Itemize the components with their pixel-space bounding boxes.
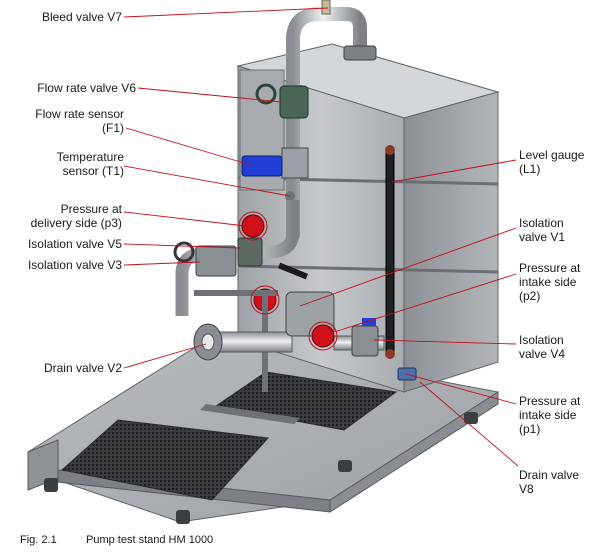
label-pressure-intake-p2: Pressure at intake side (p2)	[519, 261, 580, 303]
highlight-p2	[308, 321, 338, 351]
label-flow-rate-valve-v6: Flow rate valve V6	[37, 81, 136, 95]
level-gauge-bottom-cap	[385, 349, 395, 359]
label-f1-line2: (F1)	[102, 121, 124, 135]
gauge-support-frame	[194, 290, 278, 296]
flow-valve-v6-body	[279, 85, 309, 119]
leader-v3	[123, 261, 201, 266]
label-t1-line2: sensor (T1)	[62, 164, 124, 178]
label-pressure-delivery-p3: Pressure at delivery side (p3)	[0, 202, 122, 230]
label-p1-line2: intake side	[519, 408, 577, 422]
level-gauge-tube	[385, 147, 395, 357]
pressure-gauge-p2	[311, 324, 335, 348]
drain-valve-v2-bore	[201, 333, 215, 351]
riser-pipe-assembly	[241, 0, 377, 238]
flow-sensor-f1-head	[241, 155, 283, 177]
label-p3-line2: delivery side (p3)	[30, 216, 122, 230]
highlight-p3	[238, 211, 268, 241]
foot-1	[44, 478, 58, 492]
label-isolation-valve-v3: Isolation valve V3	[27, 258, 122, 272]
leader-p2	[327, 273, 517, 335]
foot-2	[176, 510, 190, 524]
label-level-gauge-l1: Level gauge (L1)	[519, 148, 584, 176]
isolation-valve-v5-body	[237, 237, 263, 267]
isolation-valve-v3-body	[195, 245, 237, 277]
label-isolation-valve-v4: Isolation valve V4	[519, 333, 565, 361]
grating-divider	[200, 404, 300, 424]
label-f1-line1: Flow rate sensor	[35, 107, 124, 121]
isolation-valve-v1-lever	[277, 262, 309, 280]
leader-v1	[299, 227, 517, 307]
label-p1-line1: Pressure at	[519, 394, 581, 408]
leader-t1	[123, 165, 291, 197]
leader-p3	[123, 211, 247, 227]
riser-pipe	[286, 6, 367, 238]
label-isolation-valve-v1: Isolation valve V1	[519, 216, 565, 244]
label-v1-line2: valve V1	[519, 230, 566, 244]
pressure-gauge-p3	[241, 214, 265, 238]
label-p2-line3: (p2)	[519, 289, 541, 303]
label-v8-line1: Drain valve	[519, 468, 580, 482]
leader-v5	[123, 243, 241, 249]
label-l1-line1: Level gauge	[519, 148, 585, 162]
leader-v2	[123, 343, 207, 369]
leader-p1	[405, 373, 517, 405]
leader-v4	[373, 339, 517, 345]
label-isolation-valve-v5: Isolation valve V5	[27, 237, 122, 251]
leader-v7	[123, 7, 329, 18]
figure-caption: Fig. 2.1 Pump test stand HM 1000	[20, 534, 213, 546]
level-gauge-top-cap	[385, 145, 395, 155]
label-v4-line1: Isolation	[519, 333, 564, 347]
label-p2-line2: intake side	[519, 275, 577, 289]
isolation-valve-v4-lever	[362, 318, 376, 326]
label-pressure-intake-p1: Pressure at intake side (p1)	[519, 394, 580, 436]
isolation-valve-v4-body	[351, 325, 379, 357]
isolation-valve-v3-handwheel	[173, 241, 195, 263]
highlight-mid-gauge	[250, 285, 280, 315]
flow-sensor-f1-housing	[281, 147, 309, 179]
leader-lines	[123, 7, 519, 467]
flow-valve-v6-handwheel	[255, 83, 277, 105]
leader-v6	[137, 87, 283, 103]
tank-right-face	[403, 91, 499, 393]
label-v1-line1: Isolation	[519, 216, 564, 230]
foot-4	[464, 412, 478, 424]
floor-grating-back	[214, 371, 398, 431]
foot-3	[338, 460, 352, 472]
figure-number: Fig. 2.1	[20, 534, 57, 546]
figure-title: Pump test stand HM 1000	[86, 534, 214, 546]
label-v8-line2: V8	[519, 482, 534, 496]
label-p3-line1: Pressure at	[60, 202, 122, 216]
leader-f1	[125, 127, 255, 167]
label-drain-valve-v8: Drain valve V8	[519, 468, 579, 496]
label-temperature-sensor-t1: Temperature sensor (T1)	[0, 150, 124, 178]
pump-and-suction	[193, 262, 417, 381]
label-drain-valve-v2: Drain valve V2	[43, 361, 122, 375]
bleed-valve-v7-body	[321, 0, 331, 15]
label-p1-line3: (p1)	[519, 422, 541, 436]
leader-l1	[391, 159, 517, 183]
base-right-beam	[329, 391, 499, 513]
label-flow-rate-sensor-f1: Flow rate sensor (F1)	[0, 107, 124, 135]
label-v4-line2: valve V4	[519, 347, 566, 361]
label-p2-line1: Pressure at	[519, 261, 581, 275]
label-l1-line2: (L1)	[519, 162, 541, 176]
label-t1-line1: Temperature	[56, 150, 124, 164]
gauge-highlights	[238, 211, 338, 351]
water-tank	[236, 43, 500, 393]
floor-grating-front	[60, 419, 270, 501]
leader-v8	[419, 381, 519, 467]
label-bleed-valve-v7: Bleed valve V7	[41, 10, 122, 24]
riser-flange-top	[343, 45, 377, 61]
